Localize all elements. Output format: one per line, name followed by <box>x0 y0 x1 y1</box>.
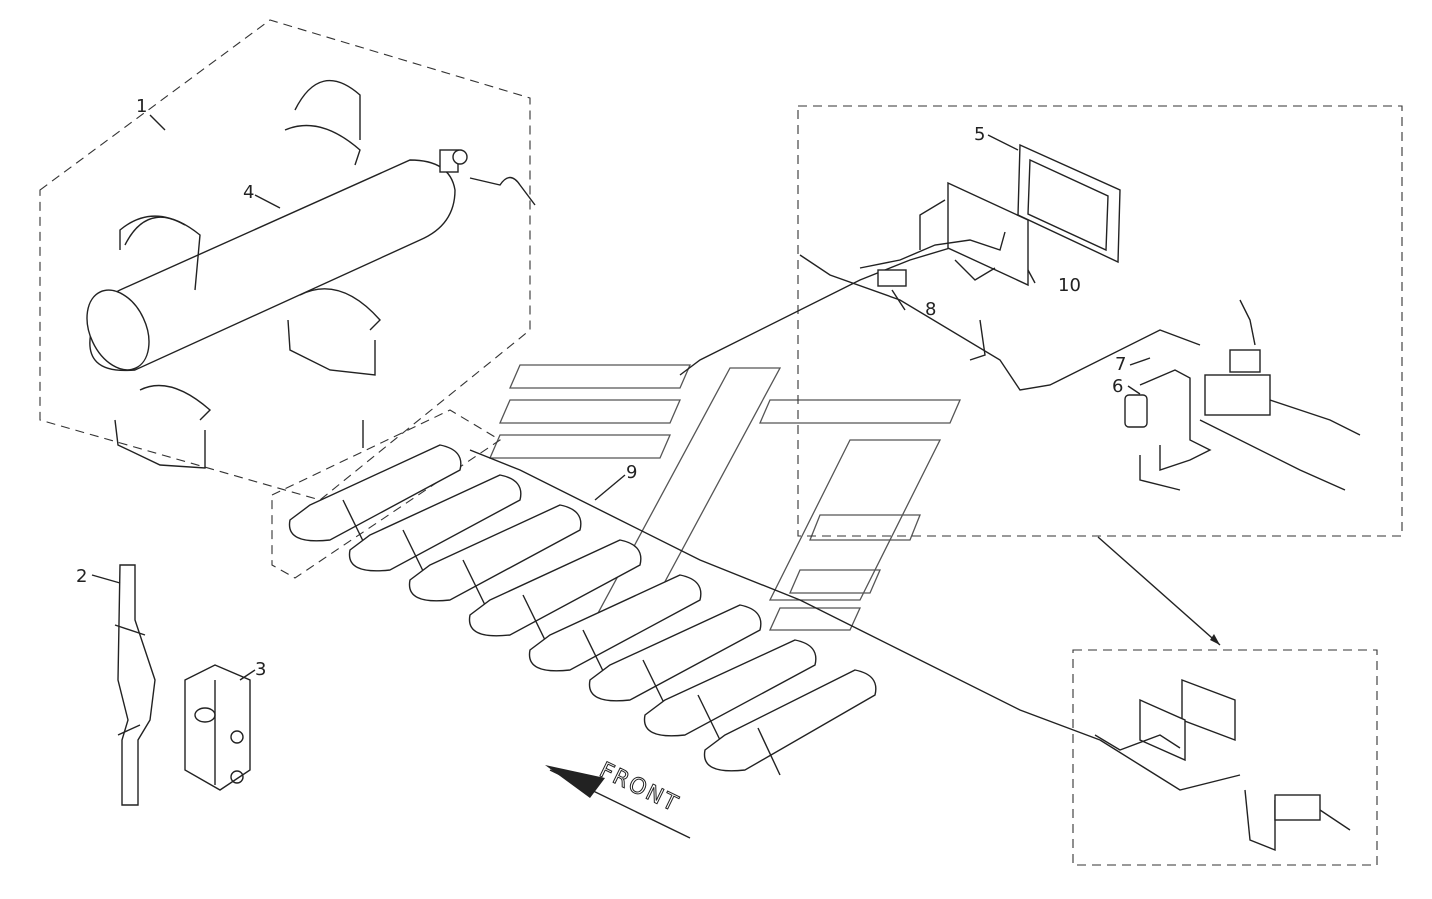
watermark-logo <box>489 364 961 631</box>
rack-tank-6 <box>588 604 762 706</box>
detail-group-valves-outline <box>797 105 1403 537</box>
callout-8: 8 <box>925 299 936 320</box>
fuel-lines <box>469 244 1241 791</box>
rack-tank-3 <box>408 504 582 606</box>
front-arrow <box>545 765 691 839</box>
callout-4: 4 <box>243 182 254 203</box>
gasket-5 <box>1017 143 1121 264</box>
callout-1: 1 <box>136 96 147 117</box>
rack-tank-4 <box>468 539 642 641</box>
callout-leaders <box>91 114 1151 681</box>
tank-rack-outline <box>271 409 502 579</box>
callout-3: 3 <box>255 659 266 680</box>
rack-tank-5 <box>528 574 702 676</box>
callout-10: 10 <box>1058 275 1081 296</box>
rack-tank-1 <box>288 444 462 546</box>
front-label: FRONT <box>595 758 682 818</box>
inset-detail-contents <box>1094 678 1351 852</box>
callout-5: 5 <box>974 124 985 145</box>
detail-group-1-outline <box>39 19 531 501</box>
detail-inset-outline <box>1072 649 1378 866</box>
inset-leader <box>1097 536 1221 646</box>
callout-2: 2 <box>76 566 87 587</box>
valve-panel-assembly <box>859 143 1121 361</box>
rack-tank-2 <box>348 474 522 576</box>
bracket-8 <box>877 269 907 287</box>
callout-7: 7 <box>1115 354 1126 375</box>
regulator-assembly <box>1124 299 1361 491</box>
callout-6: 6 <box>1112 376 1123 397</box>
tank-straps <box>114 79 381 469</box>
strap-part-2 <box>114 564 156 806</box>
large-fuel-tank <box>86 149 536 372</box>
rack-tank-8 <box>703 669 877 776</box>
tank-rack <box>288 444 877 776</box>
bracket-part-3 <box>184 664 251 791</box>
callout-9: 9 <box>626 462 637 483</box>
rack-tank-7 <box>643 639 817 741</box>
panel-10 <box>947 181 1029 287</box>
